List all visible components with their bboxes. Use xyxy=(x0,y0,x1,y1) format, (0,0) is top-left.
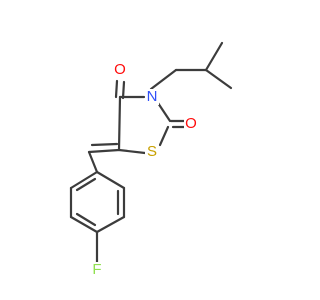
atom-f: F xyxy=(90,261,104,278)
bond-s-c5 xyxy=(117,148,147,155)
oxygen-label-carbonyl: O xyxy=(185,115,197,132)
aromatic-inner-1 xyxy=(75,177,97,192)
atom-o-ring: O xyxy=(184,115,198,132)
atom-o-ketone: O xyxy=(113,61,127,78)
ring-bond-1 xyxy=(69,170,99,190)
oxygen-label-ketone: O xyxy=(114,61,126,78)
bond-ch-ch3-a xyxy=(204,41,224,72)
bond-ch-ch3-b xyxy=(204,68,233,90)
bond-n-ch2 xyxy=(149,68,178,91)
atom-n: N xyxy=(145,88,159,105)
atom-labels: O N O S F xyxy=(90,61,198,278)
bond-c2-s xyxy=(158,125,170,147)
sulfur-label: S xyxy=(147,143,157,160)
bonds xyxy=(69,41,233,264)
ring-bond-4 xyxy=(95,215,126,234)
bond-c5-exo xyxy=(87,148,121,154)
aromatic-inner-2 xyxy=(75,212,97,227)
bond-c4-o-double xyxy=(121,80,126,100)
bond-c5-exo-double xyxy=(90,142,119,147)
molecule-structure: O N O S F xyxy=(69,41,233,278)
bond-ch-aryl xyxy=(87,150,99,174)
bond-n-c2 xyxy=(156,101,172,123)
bond-c4-o xyxy=(114,79,119,99)
fluorine-label: F xyxy=(92,261,101,278)
atom-s: S xyxy=(145,143,159,160)
nitrogen-label: N xyxy=(147,88,158,105)
bond-c5-c4 xyxy=(117,95,122,152)
ring-bond-6 xyxy=(95,170,126,190)
ring-bond-3 xyxy=(69,215,99,234)
